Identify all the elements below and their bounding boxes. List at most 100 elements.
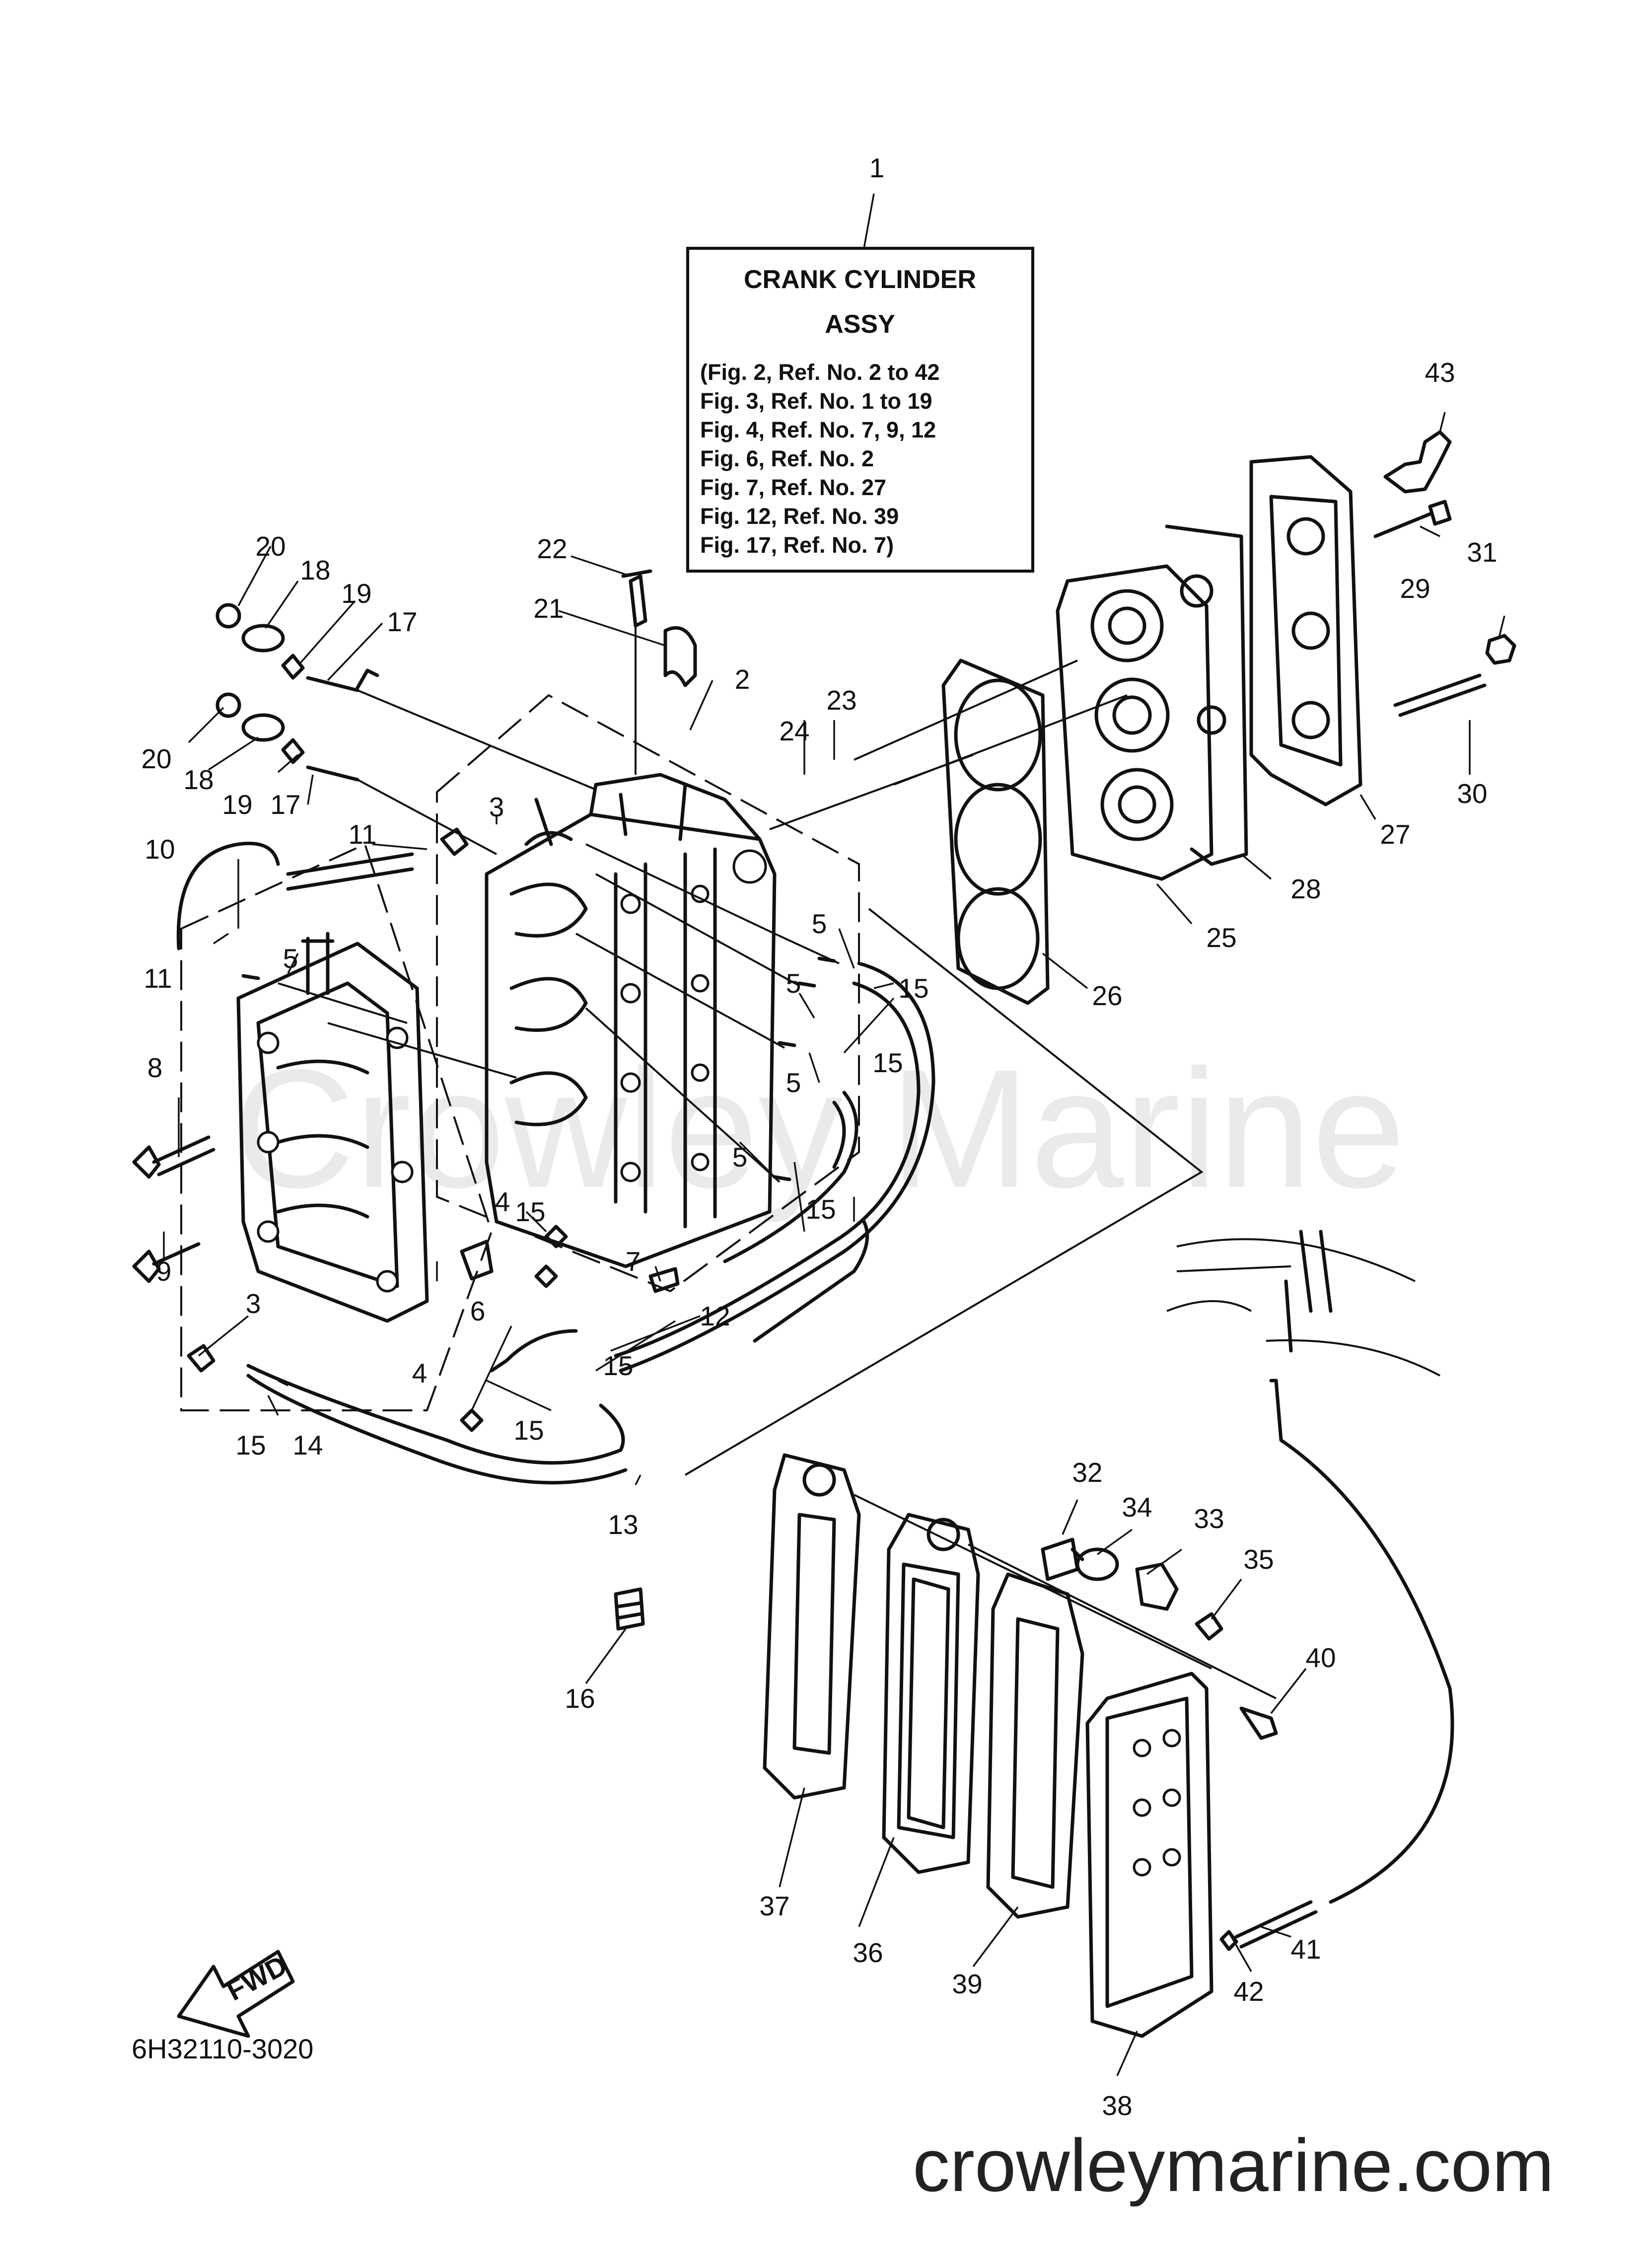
callout: 3 (489, 792, 504, 822)
bolt (1239, 1706, 1278, 1740)
callout: 39 (952, 1969, 982, 1999)
info-box-line: Fig. 17, Ref. No. 7) (700, 532, 894, 558)
callout: 35 (1243, 1544, 1274, 1575)
callout: 37 (759, 1891, 789, 1921)
info-box-line: Fig. 3, Ref. No. 1 to 19 (700, 388, 932, 414)
callout: 43 (1425, 357, 1455, 388)
callout: 19 (222, 789, 252, 820)
callout: 9 (156, 1256, 172, 1287)
callout: 31 (1467, 537, 1497, 568)
callout: 5 (283, 943, 298, 974)
callout: 21 (533, 593, 564, 624)
clamp (1219, 1930, 1238, 1951)
callout: 5 (812, 908, 827, 939)
info-box-line: Fig. 12, Ref. No. 39 (700, 504, 899, 529)
callout: 15 (235, 1430, 266, 1461)
callout: 27 (1380, 819, 1410, 850)
tube (1234, 1900, 1318, 1949)
info-box: CRANK CYLINDER ASSY (Fig. 2, Ref. No. 2 … (686, 193, 1034, 573)
callout: 15 (603, 1350, 633, 1381)
callout: 5 (786, 968, 801, 999)
bolt (132, 1135, 215, 1179)
callout: 28 (1290, 874, 1321, 904)
bolt (1373, 500, 1452, 538)
callout: 13 (608, 1509, 638, 1540)
nut (1485, 634, 1516, 665)
fitting (460, 1225, 568, 1432)
spark-plug (1383, 430, 1452, 494)
callout: 14 (292, 1430, 323, 1461)
site-url: crowleymarine.com (913, 2123, 1554, 2207)
head-cover-gasket (1165, 524, 1248, 866)
callout: 38 (1102, 2090, 1132, 2121)
callout: 18 (300, 555, 330, 585)
callout: 3 (246, 1288, 261, 1319)
callout: 17 (387, 606, 417, 637)
callout: 32 (1072, 1457, 1102, 1488)
callout: 4 (412, 1358, 428, 1389)
exhaust-inner-plate (882, 1513, 980, 1874)
callout: 15 (872, 1047, 903, 1078)
callout: 20 (255, 531, 286, 562)
info-box-title-2: ASSY (825, 310, 895, 339)
callout-1: 1 (869, 152, 885, 183)
callout: 12 (700, 1301, 730, 1331)
callout: 15 (898, 973, 928, 1004)
callout: 40 (1305, 1642, 1336, 1673)
clip (614, 1587, 645, 1631)
callout: 10 (144, 834, 175, 865)
bolt (187, 827, 469, 1373)
callout: 5 (786, 1067, 801, 1098)
info-box-line: (Fig. 2, Ref. No. 2 to 42 (700, 360, 940, 385)
hoses (246, 961, 935, 1485)
callout: 42 (1233, 1976, 1264, 2007)
water-hose (1166, 1230, 1454, 1904)
callout: 8 (147, 1052, 163, 1083)
callout: 16 (565, 1683, 595, 1714)
leader-lines (163, 412, 1505, 2076)
plug (460, 1240, 494, 1281)
fwd-label: FWD (221, 1949, 292, 2006)
dowel-pins (241, 956, 836, 1181)
callout: 15 (515, 1196, 545, 1227)
callout: 15 (805, 1194, 836, 1225)
crankcase (180, 843, 493, 1411)
callout: 20 (141, 743, 171, 774)
callout: 7 (626, 1246, 641, 1277)
callout: 30 (1457, 778, 1487, 809)
exhaust-cover (1085, 1672, 1214, 2038)
callout: 5 (732, 1142, 748, 1172)
gasket-ring (1075, 1547, 1119, 1581)
watermark: Crowley Marine (233, 1034, 1406, 1224)
info-box-title-1: CRANK CYLINDER (744, 265, 976, 294)
cylinder-head (1056, 564, 1214, 881)
callout: 41 (1290, 1934, 1321, 1965)
callout: 33 (1194, 1503, 1224, 1534)
hose (286, 852, 414, 891)
callout: 15 (513, 1415, 544, 1446)
callout: 25 (1206, 922, 1236, 953)
thermostat-cover (1135, 1562, 1179, 1611)
info-box-line: Fig. 7, Ref. No. 27 (700, 475, 886, 500)
callout: 11 (348, 819, 376, 850)
callout: 36 (853, 1937, 883, 1968)
info-box-line: Fig. 6, Ref. No. 2 (700, 446, 874, 471)
bolt (1195, 1612, 1223, 1641)
callout: 17 (270, 789, 300, 820)
cylinder-block (436, 694, 860, 1293)
callout: 6 (470, 1296, 486, 1326)
exhaust-gasket-2 (986, 1572, 1084, 1919)
callout: 26 (1092, 980, 1122, 1011)
callout-labels: 1 2 3 3 4 4 5 5 5 5 5 6 7 8 9 10 11 11 1… (141, 152, 1497, 2121)
info-box-line: Fig. 4, Ref. No. 7, 9, 12 (700, 417, 936, 442)
exhaust-gasket (763, 1453, 861, 1800)
hose (176, 841, 280, 951)
fwd-arrow-icon: FWD (177, 1949, 295, 2038)
head-cover (1249, 455, 1362, 806)
callout: 11 (143, 963, 172, 994)
callout: 22 (537, 533, 567, 564)
callout: 2 (735, 664, 750, 695)
part-code: 6H32110-3020 (132, 2033, 313, 2064)
callout: 24 (779, 716, 809, 746)
